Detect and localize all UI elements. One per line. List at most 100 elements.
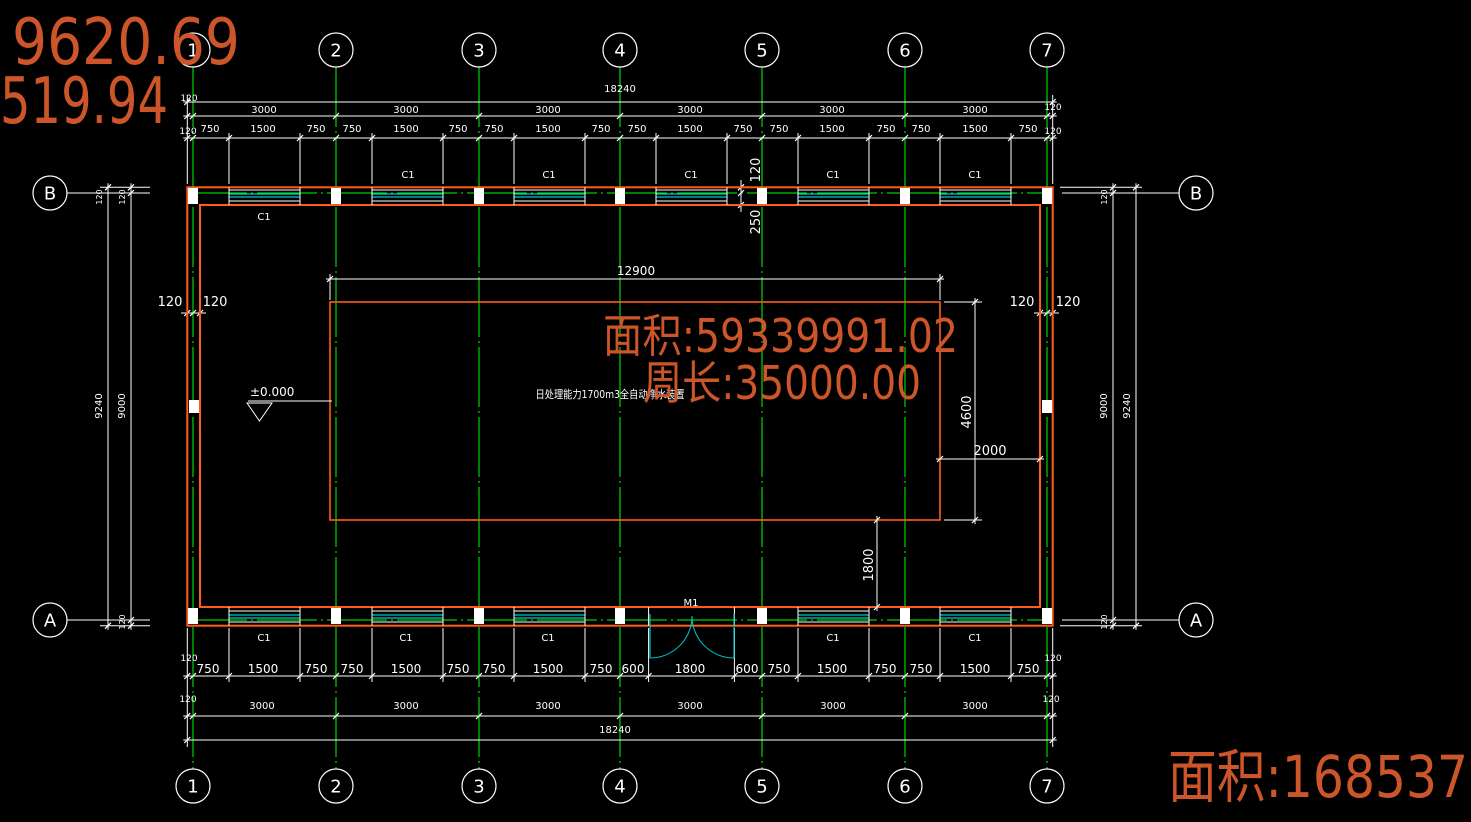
dimension-tick	[189, 712, 197, 720]
dimension-tick	[616, 712, 624, 720]
dimension-tick	[475, 134, 483, 142]
building-walls	[186, 186, 1054, 627]
dimension-text-end: 120	[1044, 103, 1061, 113]
dimension-tick	[901, 712, 909, 720]
dimension-text-width: 4600	[960, 395, 975, 428]
dimension-text-segment: 1500	[819, 124, 844, 135]
dimension-text-segment: 750	[876, 124, 895, 135]
dimension-tick	[510, 134, 518, 142]
window-tag: C1	[826, 170, 839, 181]
dimension-tick	[475, 672, 483, 680]
dimension-tick	[439, 672, 447, 680]
dimension-tick	[183, 736, 191, 744]
axis-bubble-bottom	[1029, 768, 1065, 804]
axis-bubble-top	[887, 32, 923, 68]
axis-label: 7	[1041, 41, 1052, 62]
dimension-tick	[873, 516, 881, 524]
dimension-text-total: 9240	[94, 393, 105, 418]
dimension-tick	[326, 275, 334, 283]
door-tag: M1	[684, 598, 699, 609]
dimension-tick	[1049, 134, 1057, 142]
dimension-tick	[127, 189, 135, 197]
axis-bubble-left	[32, 602, 68, 638]
axis-label: B	[44, 184, 56, 205]
dimension-tick	[127, 616, 135, 624]
column	[757, 188, 767, 204]
dimension-tick	[1109, 616, 1117, 624]
window-tag: C1	[968, 170, 981, 181]
dimension-tick	[581, 672, 589, 680]
dimension-text-wall-inner: 250	[749, 210, 764, 235]
dimension-tick	[1049, 736, 1057, 744]
dimension-text-segment: 1500	[391, 662, 422, 676]
dimension-text-segment: 600	[622, 662, 645, 676]
dimension-tick	[616, 672, 624, 680]
dimension-text-segment: 1500	[535, 124, 560, 135]
dimension-tick	[730, 672, 738, 680]
window-tag: C1	[542, 170, 555, 181]
axis-label: 2	[330, 777, 341, 798]
area-readout-secondary: 面积:168537	[1168, 743, 1468, 811]
dimension-text-segment: 750	[1017, 662, 1040, 676]
dimension-tick	[723, 134, 731, 142]
dimension-text-bay: 3000	[962, 701, 987, 712]
dimension-tick	[758, 672, 766, 680]
dimension-text-end: 120	[1042, 695, 1059, 705]
dimension-tick	[332, 112, 340, 120]
dimension-tick	[1036, 455, 1044, 463]
interior-wall-outline	[199, 204, 1041, 608]
column	[615, 188, 625, 204]
dimension-tick	[189, 112, 197, 120]
dimension-text-segment: 750	[197, 662, 220, 676]
dimension-text-segment: 1500	[962, 124, 987, 135]
door-swing-arc	[691, 615, 735, 659]
dimension-tick	[865, 134, 873, 142]
dimension-tick	[794, 134, 802, 142]
dimension-text-segment: 1500	[960, 662, 991, 676]
axis-bubble-bottom	[744, 768, 780, 804]
dimension-text-wall: 120	[1010, 295, 1035, 310]
axis-label: 6	[899, 777, 910, 798]
axis-bubble-top	[1029, 32, 1065, 68]
dimension-text-segment: 750	[768, 662, 791, 676]
dimension-text-wall: 120	[95, 189, 104, 204]
dimension-tick	[104, 183, 112, 191]
elevation-triangle	[246, 402, 273, 422]
dimension-tick	[1043, 112, 1051, 120]
dimension-text-segment: 750	[483, 662, 506, 676]
window-tag: C1	[826, 633, 839, 644]
dimension-text-bay: 3000	[535, 105, 560, 116]
axis-label: 5	[756, 41, 767, 62]
dimension-tick	[189, 672, 197, 680]
dimension-tick	[127, 183, 135, 191]
axis-label: B	[1190, 184, 1202, 205]
dimension-tick	[873, 603, 881, 611]
dimension-text-end: 120	[179, 695, 196, 705]
dimension-tick	[737, 189, 745, 197]
column	[189, 400, 199, 413]
dimension-text-length: 12900	[617, 264, 655, 278]
window-tag: C1	[257, 633, 270, 644]
dimension-text-end: 120	[1044, 654, 1061, 664]
column	[1042, 608, 1052, 624]
axis-bubble-bottom	[175, 768, 211, 804]
dimension-tick	[1109, 183, 1117, 191]
dimension-text-clear: 9000	[117, 393, 128, 418]
axis-bubble-left	[32, 175, 68, 211]
dimension-text-clearance-front: 1800	[862, 548, 877, 581]
column	[474, 188, 484, 204]
dimension-tick	[1132, 622, 1140, 630]
dimension-tick	[296, 134, 304, 142]
dimension-tick	[332, 134, 340, 142]
dimension-text-end: 120	[1044, 127, 1061, 137]
dimension-text-segment: 750	[627, 124, 646, 135]
column	[900, 188, 910, 204]
dimension-tick	[901, 672, 909, 680]
dimension-tick	[183, 112, 191, 120]
dimension-tick	[439, 134, 447, 142]
